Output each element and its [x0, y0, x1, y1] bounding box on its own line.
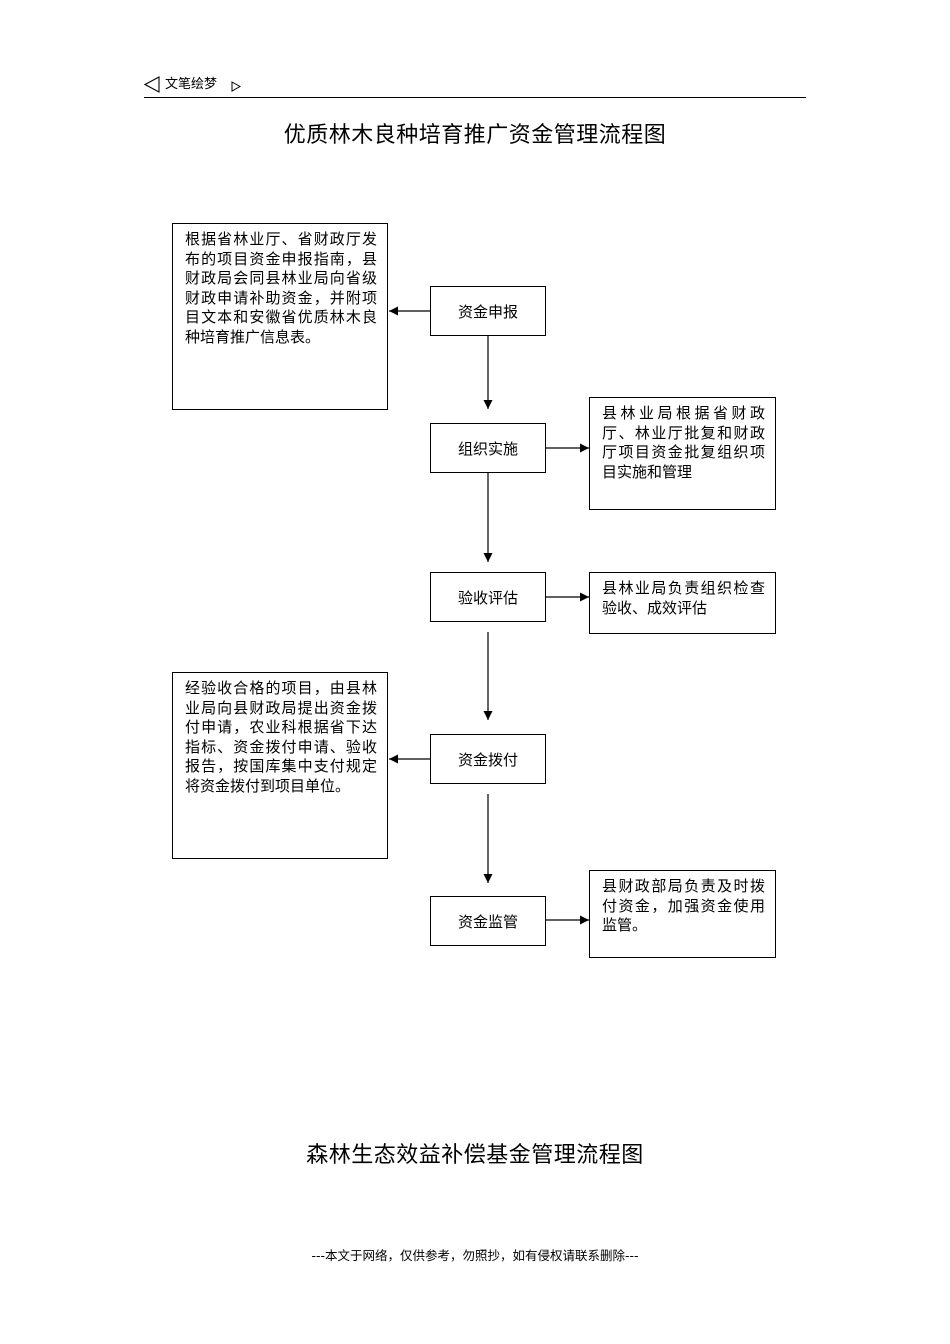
flow-step-acceptance-evaluation: 验收评估 [430, 572, 546, 622]
flowchart-1-title: 优质林木良种培育推广资金管理流程图 [283, 123, 667, 148]
flow-step-fund-supervision: 资金监管 [430, 896, 546, 946]
header-rule [144, 97, 806, 98]
page-footer: ---本文于网络，仅供参考，勿照抄，如有侵权请联系删除--- [311, 1248, 639, 1263]
flow-note-funding-application: 根据省林业厅、省财政厅发布的项目资金申报指南，县财政局会同县林业局向省级财政申请… [172, 223, 388, 410]
header-brand: 文笔绘梦 [165, 77, 218, 92]
flow-step-fund-disbursement: 资金拨付 [430, 734, 546, 784]
triangle-right-icon [231, 77, 242, 96]
flow-note-fund-supervision: 县财政部局负责及时拨付资金，加强资金使用监管。 [589, 870, 776, 958]
flow-step-funding-application: 资金申报 [430, 286, 546, 336]
flow-note-fund-disbursement: 经验收合格的项目，由县林业局向县财政局提出资金拨付申请，农业科根据省下达指标、资… [172, 672, 388, 859]
flow-step-implementation: 组织实施 [430, 423, 546, 473]
triangle-left-icon [143, 76, 160, 97]
flowchart-2-title: 森林生态效益补偿基金管理流程图 [306, 1143, 644, 1168]
page-header: 文笔绘梦 [143, 75, 806, 98]
flow-note-implementation: 县林业局根据省财政厅、林业厅批复和财政厅项目资金批复组织项目实施和管理 [589, 397, 776, 510]
flow-note-acceptance-evaluation: 县林业局负责组织检查验收、成效评估 [589, 572, 776, 634]
